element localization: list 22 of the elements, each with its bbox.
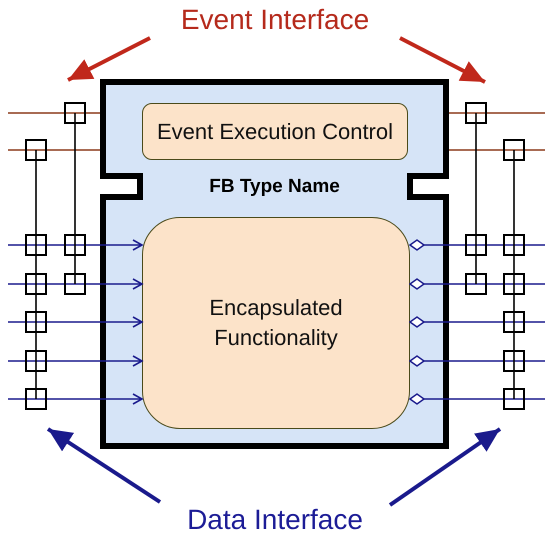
block-name: FB Type Name <box>209 176 340 198</box>
data-line <box>8 393 143 405</box>
data-line <box>409 393 545 405</box>
interface-heading: Event Interface <box>150 2 400 38</box>
control-box: Event Execution Control <box>142 103 408 160</box>
data-line <box>8 316 143 328</box>
interface-heading: Data Interface <box>160 502 390 538</box>
pointer-arrow <box>67 36 151 82</box>
data-line <box>409 239 545 251</box>
event-line <box>8 149 100 151</box>
pointer-arrow <box>399 36 486 84</box>
data-line <box>8 355 143 367</box>
event-line <box>449 149 545 151</box>
pointer-arrow <box>388 427 502 507</box>
data-line <box>8 278 143 290</box>
data-line <box>409 355 545 367</box>
data-line <box>409 278 545 290</box>
data-line <box>409 316 545 328</box>
data-line <box>8 239 143 251</box>
event-line <box>449 112 545 114</box>
pointer-arrow <box>46 427 162 504</box>
functionality-box: Encapsulated Functionality <box>142 217 410 429</box>
